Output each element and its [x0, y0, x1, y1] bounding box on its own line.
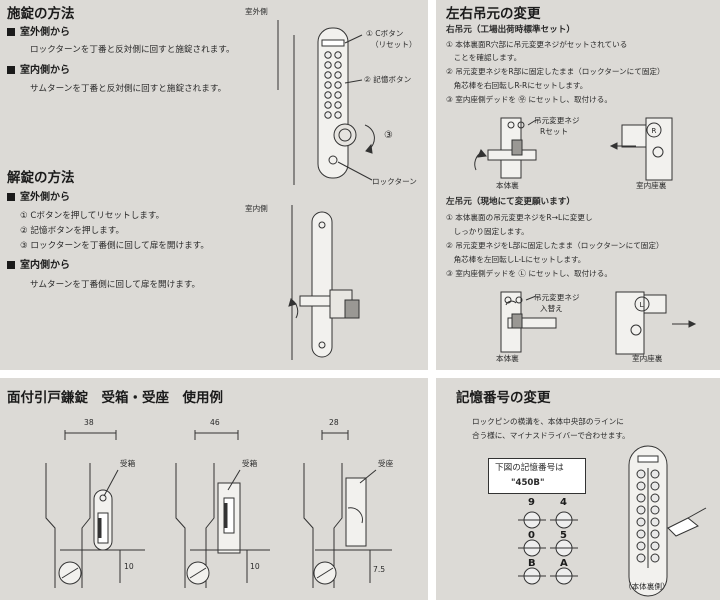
- usage-title: 面付引戸鎌錠 受箱・受座 使用例: [7, 390, 223, 406]
- lock-outside-text: ロックターンを丁番と反対側に回すと施錠されます。: [30, 45, 235, 55]
- code-fig-caption: （本体裏側）: [624, 582, 670, 591]
- code-box-line1: 下図の記憶番号は: [495, 463, 564, 473]
- pin-label-5: 5: [560, 530, 567, 541]
- right-hinge-heading: 右吊元（工場出荷時標準セット）: [446, 25, 575, 35]
- side-dim-3: 7.5: [373, 565, 386, 574]
- unlock-step-2: ② 記憶ボタンを押します。: [20, 226, 125, 236]
- callout-3: ③: [384, 130, 393, 141]
- lock-outside-heading: 室外側から: [7, 28, 70, 38]
- left-step-2: ② 吊元変更ネジをL部に固定したまま（ロックターンにて固定）: [446, 241, 664, 250]
- hinge-change-panel: 左右吊元の変更 右吊元（工場出荷時標準セット） ① 本体裏面R穴部に吊元変更ネジ…: [436, 0, 720, 370]
- unlock-step-1: ① Cボタンを押してリセットします。: [20, 211, 165, 221]
- lock-inside-text: サムターンを丁番と反対側に回すと施錠されます。: [30, 84, 227, 94]
- pin-label-0: 0: [528, 530, 535, 541]
- callout-memory-button: ② 記憶ボタン: [364, 75, 412, 84]
- unlock-outside-heading: 室外側から: [7, 193, 70, 203]
- strike-box-label-2: 受箱: [242, 459, 258, 468]
- code-change-panel: 記憶番号の変更 ロックピンの横溝を、本体中央部のラインに 合う様に、マイナスドラ…: [436, 378, 720, 600]
- lock-inside-heading: 室内側から: [7, 66, 70, 76]
- left-fig-body: 本体裏: [496, 354, 519, 363]
- callout-c-button: ① Cボタン: [366, 29, 404, 38]
- strike-usage-panel: 面付引戸鎌錠 受箱・受座 使用例: [0, 378, 428, 600]
- dim-28: 28: [329, 418, 339, 427]
- outside-fig-label: 室外側: [245, 7, 268, 16]
- right-step-1: ① 本体裏面R穴部に吊元変更ネジがセットされている: [446, 40, 628, 49]
- code-title: 記憶番号の変更: [456, 390, 551, 406]
- hinge-title: 左右吊元の変更: [446, 6, 541, 22]
- pin-label-b: B: [528, 558, 536, 569]
- code-text-1: ロックピンの横溝を、本体中央部のラインに: [472, 417, 624, 426]
- strike-box-label-1: 受箱: [120, 459, 136, 468]
- left-step-2b: 角芯棒を左回転しL-Lにセットします。: [446, 255, 586, 264]
- left-fig-seat: 室内座裏: [632, 354, 663, 363]
- left-fig-note2: 入替え: [540, 304, 563, 313]
- pin-label-4: 4: [560, 497, 567, 508]
- left-step-3: ③ 室内座側デッドを Ⓛ にセットし、取付ける。: [446, 269, 612, 278]
- code-box-line2: "450B": [511, 478, 545, 488]
- code-example-box: 下図の記憶番号は "450B": [488, 458, 586, 494]
- left-hinge-heading: 左吊元（現地にて変更願います）: [446, 197, 575, 207]
- dim-46: 46: [210, 418, 220, 427]
- left-step-1: ① 本体裏面の吊元変更ネジをR→Lに変更し: [446, 213, 593, 222]
- pin-label-a: A: [560, 558, 568, 569]
- unlock-inside-heading: 室内側から: [7, 261, 70, 271]
- lock-title: 施錠の方法: [7, 6, 75, 22]
- pin-label-9: 9: [528, 497, 535, 508]
- inside-fig-label: 室内側: [245, 204, 268, 213]
- hinge-figures: R L: [474, 117, 697, 355]
- lockturn-label: ロックターン: [372, 177, 417, 186]
- right-fig-seat: 室内座裏: [636, 181, 667, 190]
- circle-r-label: R: [652, 127, 657, 135]
- left-fig-note1: 吊元変更ネジ: [534, 293, 580, 302]
- right-step-2: ② 吊元変更ネジをR部に固定したまま（ロックターンにて固定）: [446, 67, 665, 76]
- unlock-title: 解錠の方法: [7, 170, 75, 186]
- code-text-2: 合う様に、マイナスドライバーで合わせます。: [472, 431, 630, 440]
- right-step-2b: 角芯棒を右回転しR-Rにセットします。: [446, 81, 588, 90]
- circle-l-label: L: [640, 301, 644, 309]
- right-fig-body: 本体裏: [496, 181, 519, 190]
- right-fig-note1: 吊元変更ネジ: [534, 116, 580, 125]
- side-dim-1: 10: [124, 562, 134, 571]
- side-dim-2: 10: [250, 562, 260, 571]
- strike-figures: [45, 430, 392, 588]
- right-fig-note2: Rセット: [540, 127, 569, 136]
- unlock-step-3: ③ ロックターンを丁番側に回して扉を開けます。: [20, 241, 210, 251]
- lock-figures: [277, 20, 375, 360]
- left-step-1b: しっかり固定します。: [446, 227, 529, 236]
- unlock-inside-text: サムターンを丁番側に回して扉を開けます。: [30, 280, 201, 290]
- strike-seat-label: 受座: [378, 459, 394, 468]
- right-step-1b: ことを確認します。: [446, 53, 522, 62]
- dim-38: 38: [84, 418, 94, 427]
- callout-reset: （リセット）: [371, 40, 417, 49]
- code-pin-figures: [518, 445, 707, 597]
- right-step-3: ③ 室内座側デッドを ㉾ にセットし、取付ける。: [446, 95, 612, 104]
- lock-unlock-panel: 施錠の方法 室外側から ロックターンを丁番と反対側に回すと施錠されます。 室内側…: [0, 0, 428, 370]
